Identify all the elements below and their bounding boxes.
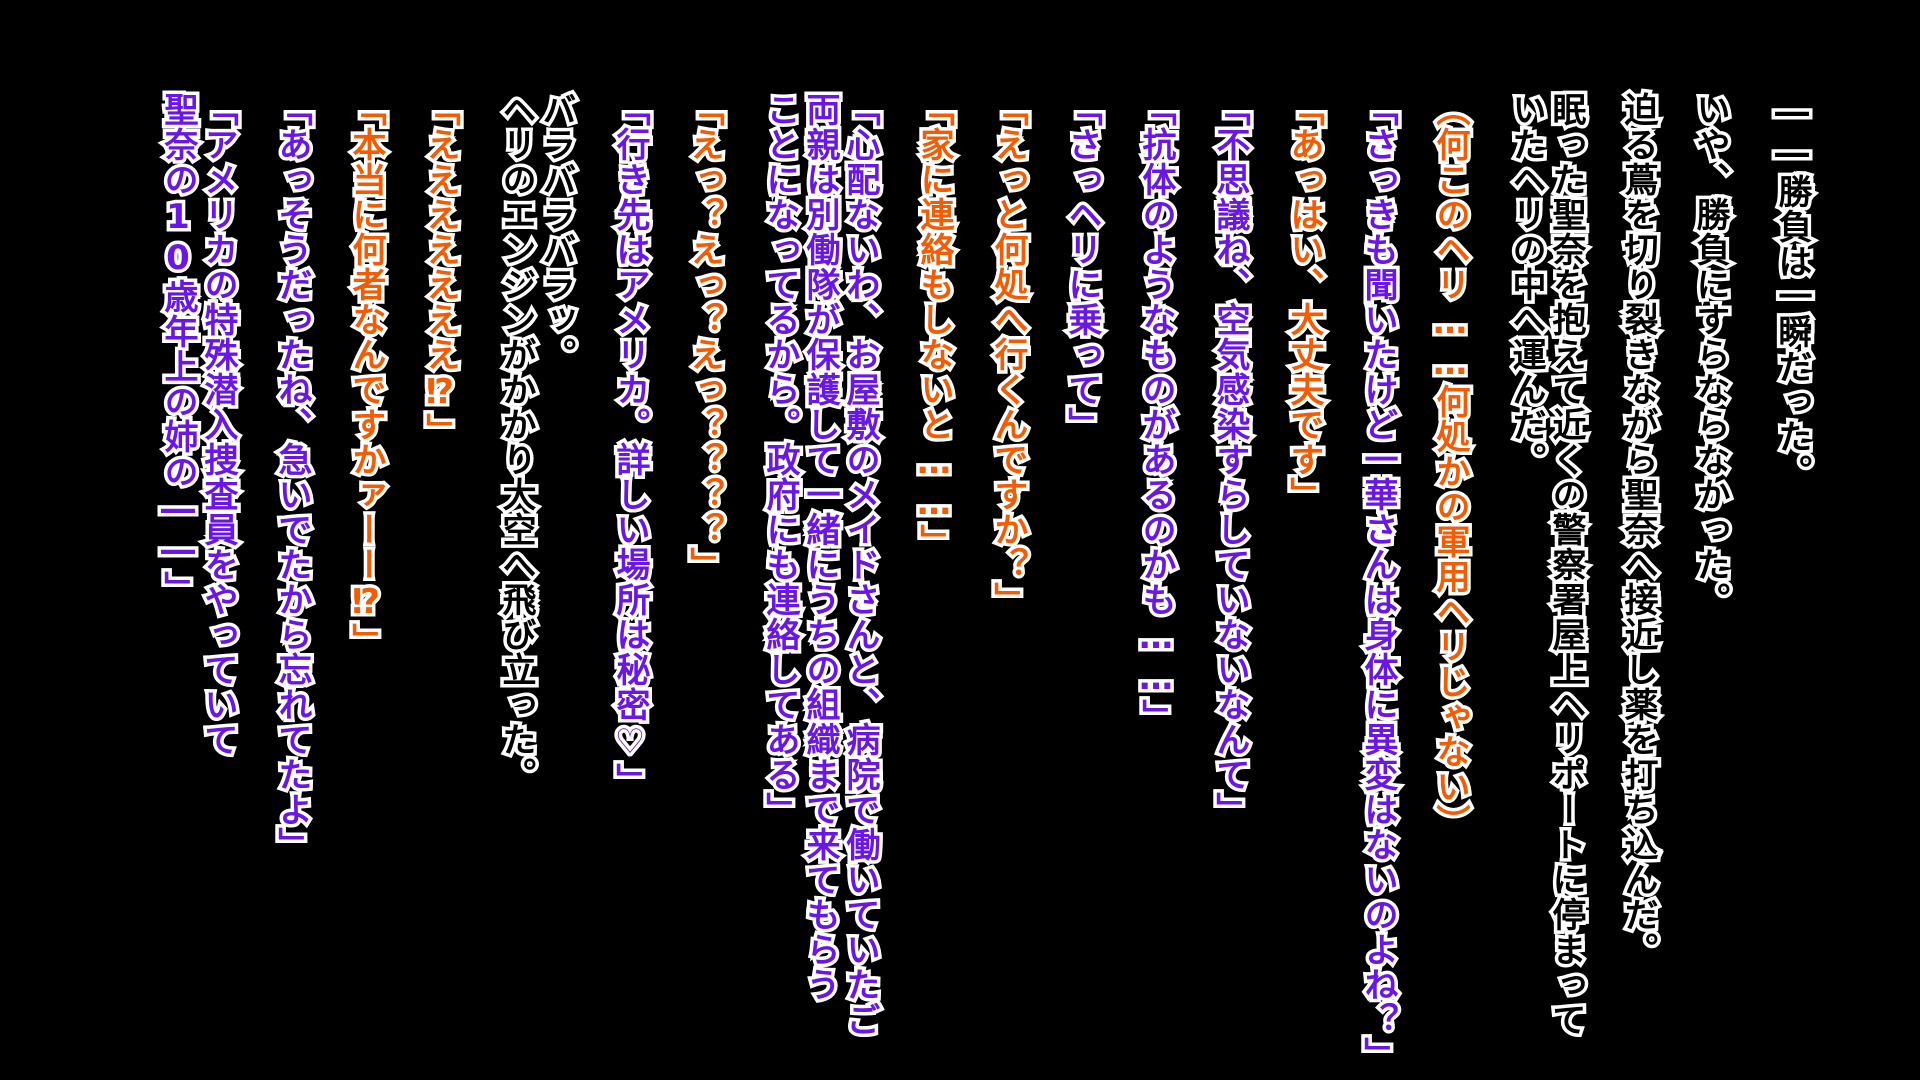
dialogue-line-14b: 聖奈の10歳年上の姉の――」 [155,89,202,610]
dialogue-line-2: 「あっはい、大丈夫です」 [1281,89,1328,516]
dialogue-line-14a: 「アメリカの特殊潜入捜査員をやっていて [195,89,242,761]
narration-line-1: ――勝負は一瞬だった。 [1769,89,1816,493]
dialogue-line-10: 「行き先はアメリカ。詳しい場所は秘密♡」 [607,89,654,802]
dialogue-line-11: 「えええええええ⁉」 [417,89,464,452]
narration-line-4: 眠った聖奈を抱えて近くの警察署屋上ヘリポートに停まって [1543,89,1590,1041]
dialogue-line-6: 「えっと何処へ行くんですか？」 [985,89,1032,621]
dialogue-line-4: 「抗体のようなものがあるのかも……」 [1133,89,1180,738]
narration-line-6: バラバラバラッ。 [533,89,580,376]
dialogue-line-8c: ことになってるから。政府にも連絡してある」 [757,89,804,831]
dialogue-line-3: 「不思議ね、空気感染すらしていないなんて」 [1207,89,1254,831]
narration-line-2: いや、勝負にすらならなかった。 [1687,89,1734,621]
thought-line-1: （何このヘリ……何処かの軍用ヘリじゃない） [1427,89,1474,843]
dialogue-line-9: 「えっ？えっ？えっ？？？？」 [681,89,728,586]
dialogue-line-5: 「さっヘリに乗って」 [1059,89,1106,446]
dialogue-line-13: 「あっそうだったね、急いでたから忘れてたよ」 [269,89,316,866]
dialogue-line-12: 「本当に何者なんですかァーー⁉」 [343,89,390,662]
narration-line-7: ヘリのエンジンがかかり大空へ飛び立った。 [493,89,540,796]
dialogue-line-8a: 「心配ないわ、お屋敷のメイドさんと、病院で働いていたご [837,89,884,1041]
dialogue-line-7: 「家に連絡もしないと……」 [911,89,958,563]
dialogue-line-8b: 両親は別働隊が保護して一緒にうちの組織まで来てもらう [797,89,844,1006]
dialogue-line-1: 「さっきも聞いたけど一華さんは身体に異変はないのよね？」 [1355,89,1402,1076]
narration-line-3: 迫る蔦を切り裂きながら聖奈へ接近し薬を打ち込んだ。 [1615,89,1662,971]
narration-line-5: いたヘリの中へ運んだ。 [1503,89,1550,481]
